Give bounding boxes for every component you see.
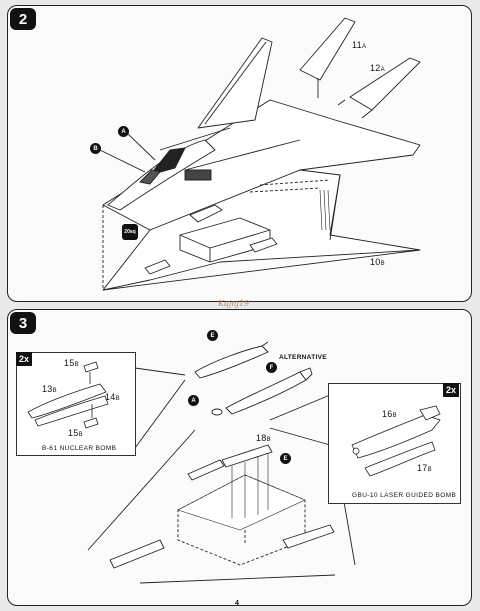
b61-caption: B-61 Nuclear bomb (42, 445, 117, 452)
gbu10-inset (328, 383, 461, 504)
part-label-18b: 18B (256, 433, 271, 443)
callout-b-step2: B (90, 143, 101, 154)
callout-f: F (266, 362, 277, 373)
step-2-number: 2 (10, 8, 36, 30)
callout-e-right: E (280, 453, 291, 464)
gbu10-caption: GBU-10 Laser guided bomb (352, 492, 457, 499)
part-label-15b-top: 15B (64, 358, 79, 368)
stand-icon: 20sq (122, 224, 138, 240)
page-number: 4 (235, 600, 239, 607)
callout-a-step2: A (118, 126, 129, 137)
part-label-14b: 14B (105, 392, 120, 402)
part-label-16b: 16B (382, 409, 397, 419)
part-label-13b: 13B (42, 384, 57, 394)
part-label-12a: 12A (370, 63, 385, 73)
b61-inset (16, 352, 136, 456)
step-3-number: 3 (10, 312, 36, 334)
part-label-11a: 11A (352, 40, 367, 50)
callout-a-step3: A (188, 395, 199, 406)
gbu10-quantity-badge: 2x (443, 383, 459, 397)
part-label-15b-bottom: 15B (68, 428, 83, 438)
alternative-label: Alternative (279, 354, 327, 361)
watermark: Kajnj19 (218, 299, 250, 308)
part-label-17b: 17B (417, 463, 432, 473)
part-label-10b: 10B (370, 257, 385, 267)
callout-e-top: E (207, 330, 218, 341)
b61-quantity-badge: 2x (16, 352, 32, 366)
